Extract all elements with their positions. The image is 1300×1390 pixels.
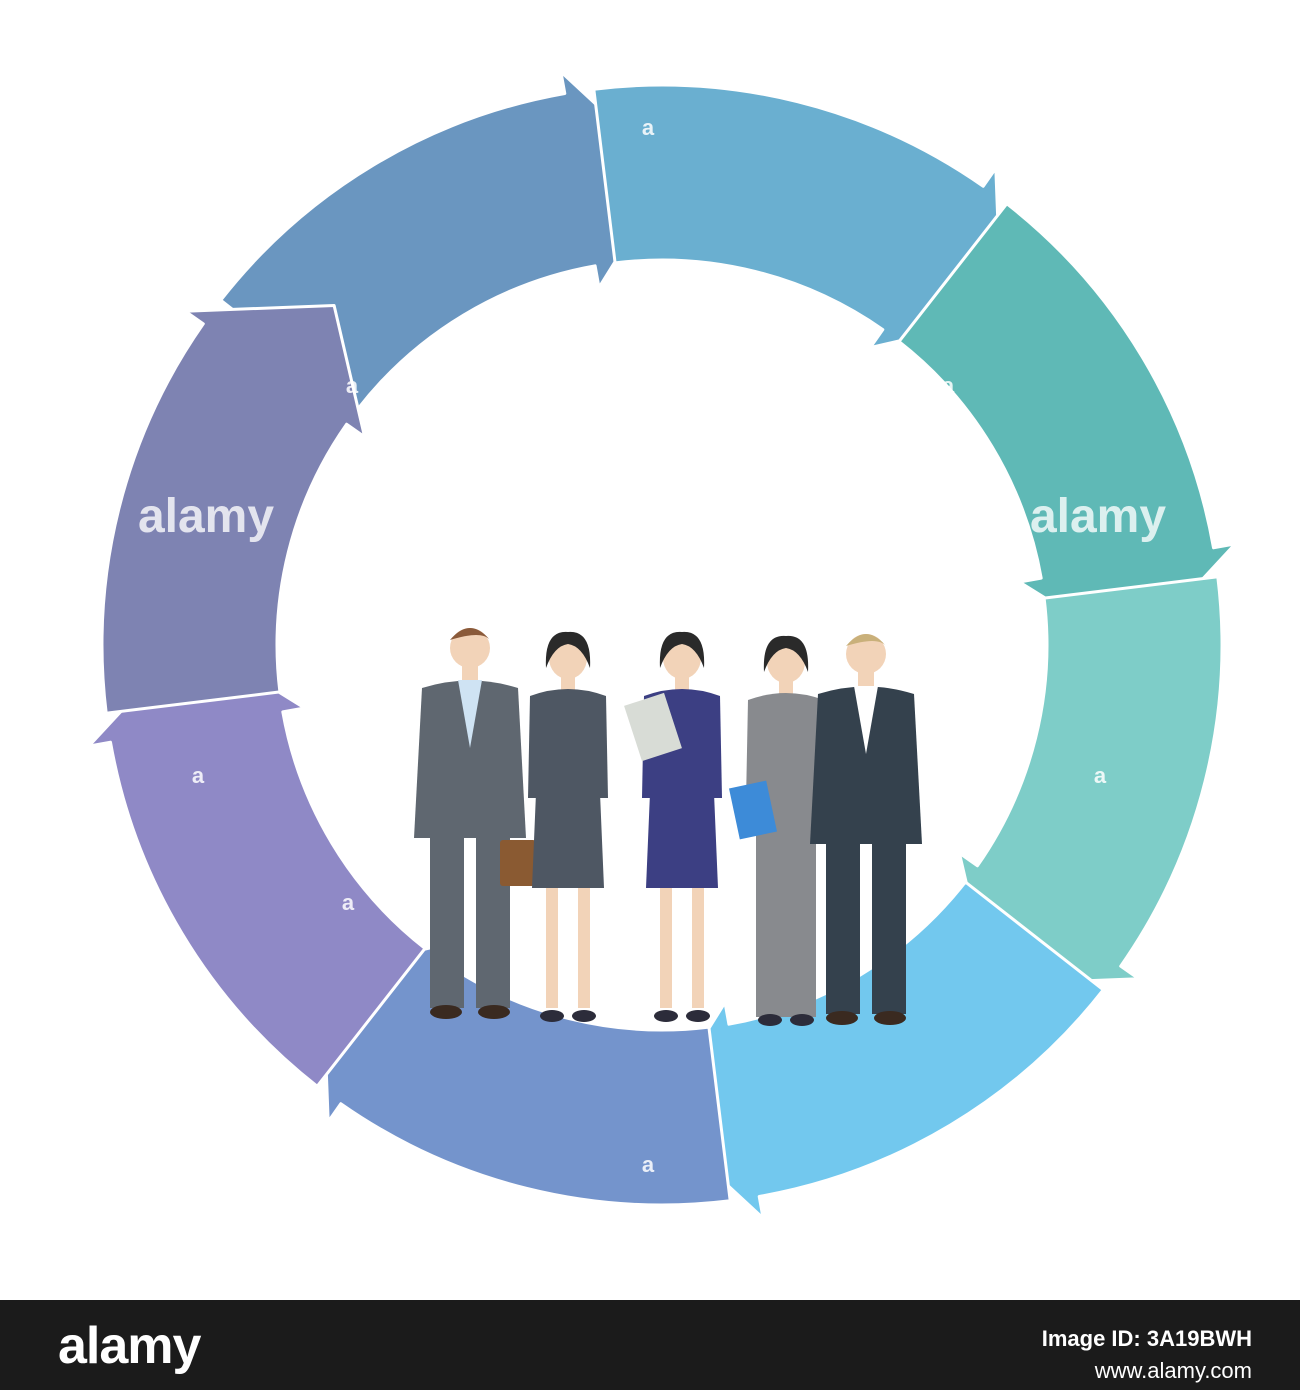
person-shirt bbox=[854, 686, 878, 754]
person-skirt bbox=[532, 793, 604, 888]
watermark-small-8: a bbox=[942, 373, 955, 398]
cycle-diagram: alamy alamy a a a a a a a bbox=[87, 70, 1237, 1220]
person-hair bbox=[846, 634, 886, 646]
person-jacket bbox=[528, 689, 608, 798]
clipboard bbox=[624, 692, 682, 762]
person-shoe bbox=[540, 1010, 564, 1022]
cycle-arrows-svg: alamy alamy a a a a a a a bbox=[87, 70, 1237, 1220]
person-shoe bbox=[874, 1011, 906, 1025]
watermark-small-4: a bbox=[346, 373, 359, 398]
person-hair bbox=[763, 635, 809, 672]
person-leg-left bbox=[660, 888, 672, 1008]
footer-site: www.alamy.com bbox=[1094, 1358, 1252, 1383]
person-shoe bbox=[826, 1011, 858, 1025]
person-head bbox=[846, 634, 886, 674]
briefcase bbox=[500, 840, 536, 886]
person-neck bbox=[675, 676, 689, 690]
cycle-arrow-3 bbox=[897, 202, 1237, 655]
person-leg-left bbox=[430, 828, 464, 1008]
person-shoe bbox=[478, 1005, 510, 1019]
person-leg-left bbox=[546, 888, 558, 1008]
person-shoe bbox=[758, 1014, 782, 1026]
person-jacket bbox=[746, 693, 826, 802]
cycle-arrow-2 bbox=[592, 83, 1003, 350]
person-shoe bbox=[572, 1010, 596, 1022]
person-leg-right bbox=[692, 888, 704, 1008]
watermark-small-3: a bbox=[642, 115, 655, 140]
watermark-small-9: a bbox=[342, 890, 355, 915]
watermark-small-6: a bbox=[192, 763, 205, 788]
person-head bbox=[450, 628, 490, 668]
watermark-large-1: alamy bbox=[138, 490, 274, 543]
cycle-arrow-6 bbox=[321, 940, 732, 1207]
person-neck bbox=[779, 680, 793, 694]
person-hair bbox=[450, 628, 490, 640]
person-shoe bbox=[686, 1010, 710, 1022]
footer-image-id: Image ID: 3A19BWH bbox=[1041, 1326, 1252, 1351]
person-neck bbox=[858, 672, 874, 686]
cycle-arrow-7 bbox=[87, 635, 427, 1088]
blue-folder bbox=[729, 780, 777, 840]
person-shirt bbox=[458, 680, 482, 748]
business-team-illustration bbox=[414, 628, 922, 1026]
person-1 bbox=[414, 628, 526, 1019]
cycle-arrow-4 bbox=[957, 575, 1224, 986]
person-neck bbox=[462, 666, 478, 680]
person-4 bbox=[746, 635, 826, 1026]
person-leg-right bbox=[578, 888, 590, 1008]
person-shoe bbox=[654, 1010, 678, 1022]
person-shoe bbox=[430, 1005, 462, 1019]
person-shoe bbox=[790, 1014, 814, 1026]
watermark-footer-bar bbox=[0, 1300, 1300, 1390]
watermark-small-5: a bbox=[1094, 763, 1107, 788]
person-jacket bbox=[810, 686, 922, 844]
person-skirt bbox=[646, 793, 718, 888]
person-leg-right bbox=[872, 834, 906, 1014]
cycle-arrow-8 bbox=[100, 304, 367, 715]
footer-brand-logo: alamy bbox=[58, 1317, 201, 1375]
watermark-small-7: a bbox=[642, 1152, 655, 1177]
person-hair bbox=[545, 631, 591, 668]
person-2 bbox=[528, 631, 608, 1022]
person-5 bbox=[810, 634, 922, 1025]
person-leg-left bbox=[826, 834, 860, 1014]
person-hair bbox=[659, 631, 705, 668]
person-jacket bbox=[414, 680, 526, 838]
person-3 bbox=[642, 631, 722, 1022]
watermark-large-2: alamy bbox=[1030, 490, 1166, 543]
person-neck bbox=[561, 676, 575, 690]
